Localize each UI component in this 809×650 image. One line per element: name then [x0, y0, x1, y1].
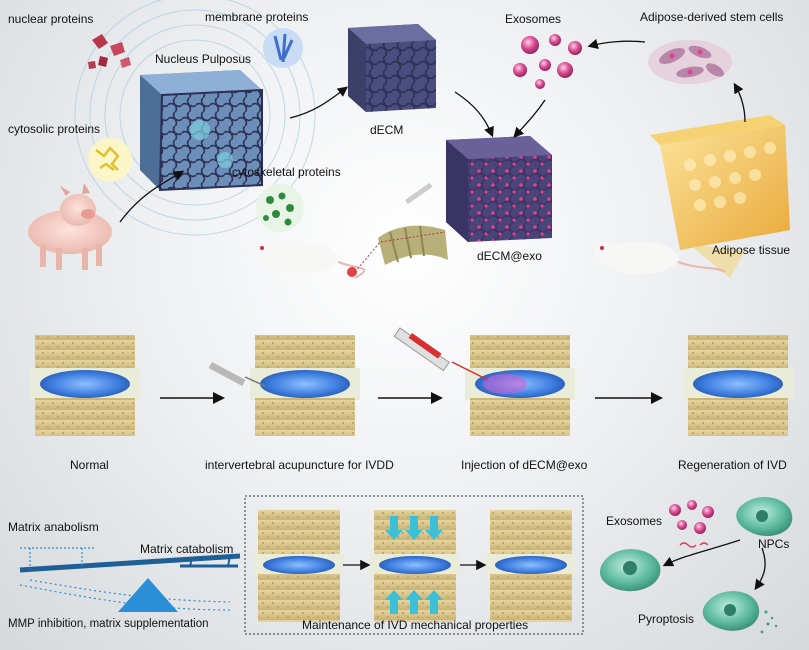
label-normal: Normal	[70, 458, 109, 472]
mouse-left-image	[254, 242, 366, 279]
label-exosomes-bottom: Exosomes	[606, 514, 663, 528]
mech-disc-2	[370, 510, 460, 622]
mech-disc-3	[486, 510, 576, 622]
exosome-cluster-bottom	[669, 500, 714, 548]
label-acupuncture: intervertebral acupuncture for IVDD	[205, 458, 394, 472]
ivd-normal-image	[30, 335, 140, 436]
label-pyroptosis: Pyroptosis	[638, 612, 695, 626]
label-adipose-stem-cells: Adipose-derived stem cells	[640, 10, 784, 24]
mech-disc-1	[254, 510, 344, 622]
nuclear-proteins-image	[88, 34, 131, 69]
exosome-cluster-top	[513, 34, 582, 89]
label-mechanical: Maintenance of IVD mechanical properties	[302, 618, 529, 632]
label-mmp-inhibition: MMP inhibition, matrix supplementation	[8, 618, 209, 630]
label-injection: Injection of dECM@exo	[461, 458, 588, 472]
label-exosomes-top: Exosomes	[505, 12, 562, 26]
nucleus-pulposus-cube	[140, 70, 263, 192]
top-arrows	[119, 38, 746, 223]
cytosolic-proteins-image	[88, 138, 132, 182]
adipose-tissue-image	[650, 115, 790, 278]
decm-cube	[348, 24, 436, 112]
membrane-proteins-image	[263, 28, 303, 68]
decm-exo-cube	[446, 136, 552, 242]
seesaw-image	[19, 547, 241, 612]
npc-cell-left	[600, 549, 661, 592]
label-matrix-catabolism: Matrix catabolism	[140, 542, 234, 556]
mechanical-box	[244, 495, 584, 635]
cytoskeletal-proteins-image	[256, 184, 304, 232]
tail-syringe-image	[354, 182, 448, 273]
npc-cell-pyroptosis	[702, 591, 778, 634]
npc-arrows	[662, 539, 766, 591]
label-cytoskeletal-proteins: cytoskeletal proteins	[232, 165, 341, 179]
label-membrane-proteins: membrane proteins	[205, 10, 309, 24]
npc-cell-main	[736, 497, 793, 536]
ivd-regeneration-image	[683, 335, 793, 436]
label-cytosolic-proteins: cytosolic proteins	[8, 122, 101, 136]
label-adipose-tissue: Adipose tissue	[712, 243, 791, 257]
stem-cells-image	[648, 40, 732, 84]
label-matrix-anabolism: Matrix anabolism	[8, 520, 99, 534]
mouse-right-image	[594, 242, 726, 274]
ivd-acupuncture-image	[208, 335, 360, 436]
label-nuclear-proteins: nuclear proteins	[8, 12, 94, 26]
label-regeneration: Regeneration of IVD	[678, 458, 787, 472]
ivd-injection-image	[393, 327, 575, 436]
label-nucleus-pulposus: Nucleus Pulposus	[155, 52, 252, 66]
pig-image	[28, 183, 112, 270]
label-decm: dECM	[370, 123, 404, 137]
label-decm-exo: dECM@exo	[477, 249, 542, 263]
label-npcs: NPCs	[758, 537, 790, 551]
